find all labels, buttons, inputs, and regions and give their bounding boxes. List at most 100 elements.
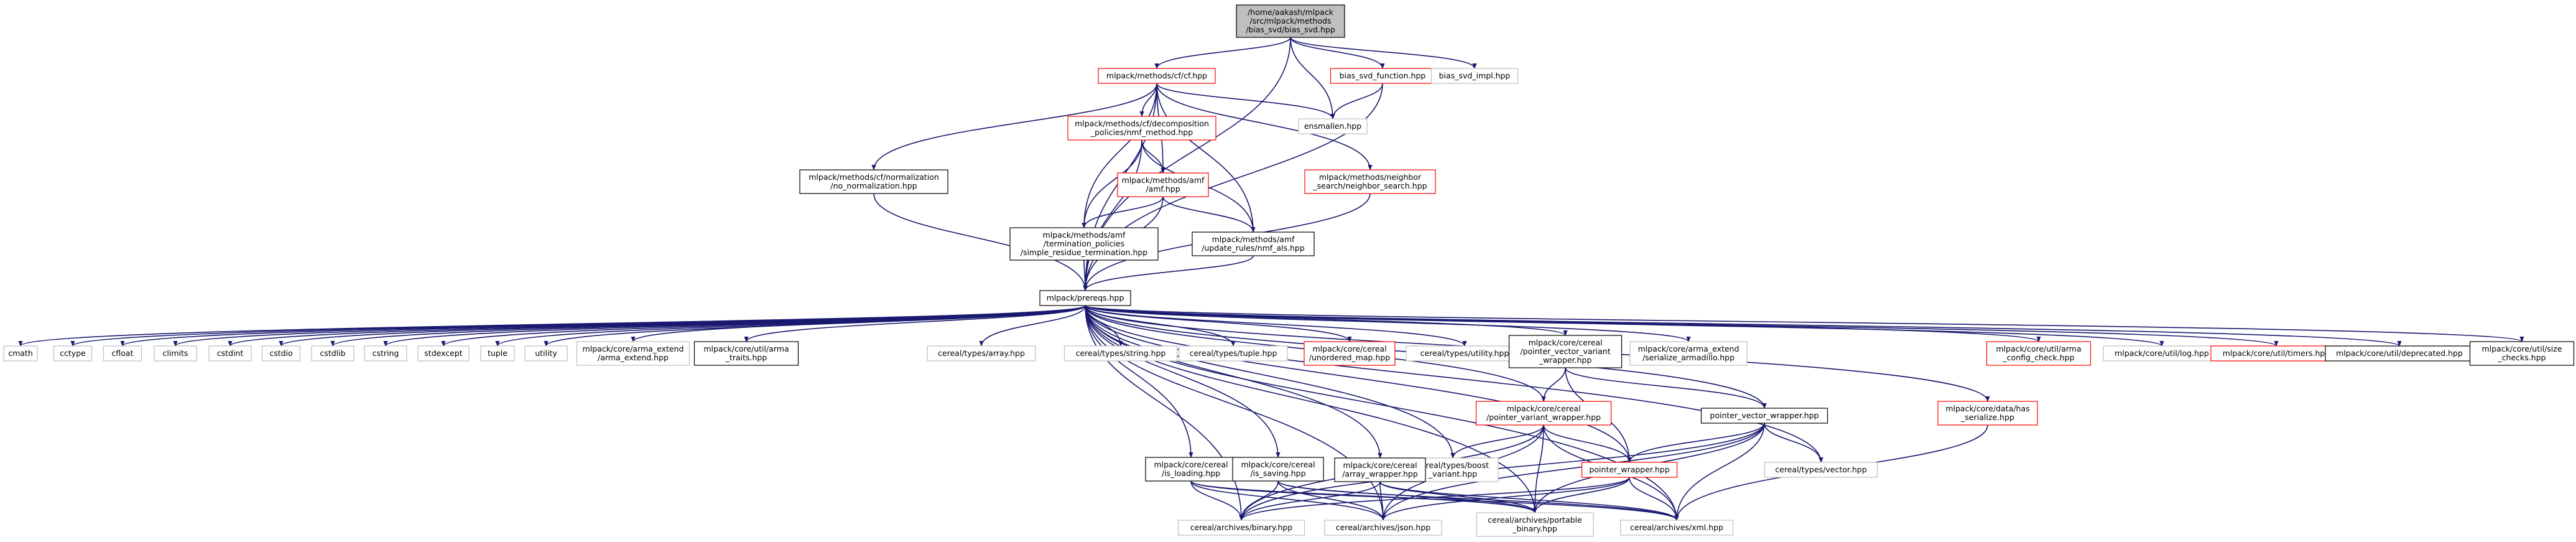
edge-prereqs-to-cerealvector bbox=[1085, 305, 1823, 463]
node-armaconfig[interactable]: mlpack/core/util/arma_config_check.hpp bbox=[1986, 341, 2092, 366]
node-box bbox=[1700, 408, 1828, 424]
node-amf[interactable]: mlpack/methods/amf/amf.hpp bbox=[1117, 172, 1209, 197]
node-ptrvariant[interactable]: mlpack/core/cereal/pointer_variant_wrapp… bbox=[1475, 401, 1612, 426]
node-box bbox=[2210, 345, 2342, 362]
node-armatraits[interactable]: mlpack/core/util/arma_traits.hpp bbox=[693, 341, 799, 366]
node-sizechecks[interactable]: mlpack/core/util/size_checks.hpp bbox=[2469, 341, 2575, 366]
node-nonorm[interactable]: mlpack/methods/cf/normalization/no_norma… bbox=[799, 169, 948, 194]
edge-prereqs-to-sizechecks bbox=[1085, 305, 2524, 342]
node-label: _wrapper.hpp bbox=[1539, 355, 1592, 365]
edge-ptrvector-to-cerealvector bbox=[1764, 423, 1823, 463]
node-label: /src/mlpack/methods bbox=[1249, 16, 1331, 26]
node-label: tuple bbox=[488, 348, 507, 358]
node-label: mlpack/core/util/arma bbox=[703, 344, 789, 353]
node-biasfn[interactable]: bias_svd_function.hpp bbox=[1330, 68, 1435, 84]
edge-ptrvector-to-xml bbox=[1674, 423, 1765, 521]
node-cerealtuple: cereal/types/tuple.hpp bbox=[1179, 345, 1288, 362]
edge-biasfn-to-ensmallen bbox=[1330, 83, 1383, 119]
node-box bbox=[524, 345, 568, 362]
node-label: _policies/nmf_method.hpp bbox=[1090, 128, 1193, 137]
node-box bbox=[3, 345, 38, 362]
node-issaving[interactable]: mlpack/core/cereal/is_saving.hpp bbox=[1232, 457, 1324, 482]
node-ptrvector[interactable]: pointer_vector_wrapper.hpp bbox=[1700, 408, 1828, 424]
edge-cf-to-nonorm bbox=[871, 83, 1157, 171]
node-cctype: cctype bbox=[53, 345, 93, 362]
edge-arraywrapper-to-xml bbox=[1379, 481, 1679, 521]
node-label: mlpack/core/cereal bbox=[1154, 460, 1228, 469]
edge-arraywrapper-to-binary bbox=[1239, 481, 1381, 521]
node-label: bias_svd_function.hpp bbox=[1340, 71, 1426, 80]
node-label: /serialize_armadillo.hpp bbox=[1642, 353, 1735, 362]
node-box bbox=[1476, 512, 1594, 537]
node-box bbox=[1098, 68, 1216, 84]
node-label: mlpack/core/cereal bbox=[1312, 344, 1386, 353]
edge-prereqs-to-deprecated bbox=[1085, 305, 2402, 347]
node-label: cereal/types/vector.hpp bbox=[1775, 465, 1866, 474]
edge-root-to-ensmallen bbox=[1290, 37, 1335, 119]
node-label: utility bbox=[535, 348, 557, 358]
edge-ptrwrapper-to-portable bbox=[1532, 477, 1630, 513]
edge-ptrvariantwrap-to-ptrvariant bbox=[1541, 367, 1566, 402]
node-box bbox=[1330, 68, 1435, 84]
node-simpleres[interactable]: mlpack/methods/amf/termination_policies/… bbox=[1009, 227, 1159, 261]
node-isloading[interactable]: mlpack/core/cereal/is_loading.hpp bbox=[1145, 457, 1237, 482]
edge-prereqs-to-ptrwrapper bbox=[1085, 305, 1632, 463]
node-arraywrapper[interactable]: mlpack/core/cereal/array_wrapper.hpp bbox=[1334, 457, 1426, 482]
node-cfloat: cfloat bbox=[103, 345, 142, 362]
node-binary: cereal/archives/binary.hpp bbox=[1177, 520, 1305, 536]
node-box bbox=[1764, 462, 1878, 478]
node-cerealvector: cereal/types/vector.hpp bbox=[1764, 462, 1878, 478]
node-box bbox=[53, 345, 93, 362]
node-root[interactable]: /home/aakash/mlpack/src/mlpack/methods/b… bbox=[1236, 4, 1345, 38]
edge-root-to-biasimpl bbox=[1290, 37, 1477, 69]
dependency-nodes: /home/aakash/mlpack/src/mlpack/methods/b… bbox=[3, 4, 2575, 537]
node-armaextend: mlpack/core/arma_extend/arma_extend.hpp bbox=[576, 341, 690, 366]
node-box bbox=[2469, 341, 2575, 366]
node-box bbox=[1232, 457, 1324, 482]
node-unorderedmap[interactable]: mlpack/core/cereal/unordered_map.hpp bbox=[1304, 341, 1396, 366]
node-box bbox=[1063, 345, 1178, 362]
node-label: mlpack/core/arma_extend bbox=[1638, 344, 1740, 353]
node-box bbox=[1067, 116, 1216, 141]
edge-ptrwrapper-to-json bbox=[1381, 477, 1630, 521]
node-box bbox=[103, 345, 142, 362]
node-label: cereal/types/boost bbox=[1417, 460, 1489, 470]
node-ptrwrapper[interactable]: pointer_wrapper.hpp bbox=[1581, 462, 1678, 478]
node-label: mlpack/core/util/size bbox=[2481, 344, 2562, 353]
node-nmfmethod[interactable]: mlpack/methods/cf/decomposition_policies… bbox=[1067, 116, 1216, 141]
edge-ptrvector-to-binary bbox=[1239, 423, 1765, 521]
node-ensmallen: ensmallen.hpp bbox=[1298, 118, 1368, 134]
node-nmfals[interactable]: mlpack/methods/amf/update_rules/nmf_als.… bbox=[1192, 231, 1315, 256]
edge-cf-to-neighbor bbox=[1156, 83, 1373, 171]
edge-cf-to-ensmallen bbox=[1156, 83, 1335, 119]
node-cf[interactable]: mlpack/methods/cf/cf.hpp bbox=[1098, 68, 1216, 84]
node-box bbox=[1324, 520, 1442, 536]
edge-ptrvariant-to-portable bbox=[1532, 424, 1544, 513]
node-box bbox=[693, 341, 799, 366]
node-neighbor[interactable]: mlpack/methods/neighbor_search/neighbor_… bbox=[1304, 169, 1436, 194]
node-box bbox=[1039, 290, 1131, 306]
node-cstdlib: cstdlib bbox=[311, 345, 354, 362]
node-label: ensmallen.hpp bbox=[1304, 121, 1361, 131]
node-label: mlpack/core/cereal bbox=[1506, 404, 1580, 413]
node-box bbox=[1334, 457, 1426, 482]
node-box bbox=[311, 345, 354, 362]
node-box bbox=[1192, 231, 1315, 256]
node-climits: climits bbox=[154, 345, 197, 362]
node-timers[interactable]: mlpack/core/util/timers.hpp bbox=[2210, 345, 2342, 362]
node-box bbox=[208, 345, 252, 362]
node-box bbox=[1986, 341, 2092, 366]
node-hasserialize[interactable]: mlpack/core/data/has_serialize.hpp bbox=[1937, 401, 2038, 426]
node-ptrvariantwrap[interactable]: mlpack/core/cereal/pointer_vector_varian… bbox=[1508, 335, 1623, 368]
node-label: /simple_residue_termination.hpp bbox=[1021, 248, 1148, 257]
node-label: /pointer_variant_wrapper.hpp bbox=[1486, 413, 1601, 422]
node-deprecated[interactable]: mlpack/core/util/deprecated.hpp bbox=[2325, 345, 2474, 362]
node-label: _serialize.hpp bbox=[1960, 413, 2014, 422]
edge-ptrvector-to-json bbox=[1381, 423, 1765, 521]
node-box bbox=[154, 345, 197, 362]
node-biasimpl: bias_svd_impl.hpp bbox=[1430, 68, 1519, 84]
node-label: _config_check.hpp bbox=[2002, 353, 2074, 362]
node-box bbox=[576, 341, 690, 366]
edge-amf-to-nmfals bbox=[1162, 196, 1256, 233]
node-prereqs[interactable]: mlpack/prereqs.hpp bbox=[1039, 290, 1131, 306]
